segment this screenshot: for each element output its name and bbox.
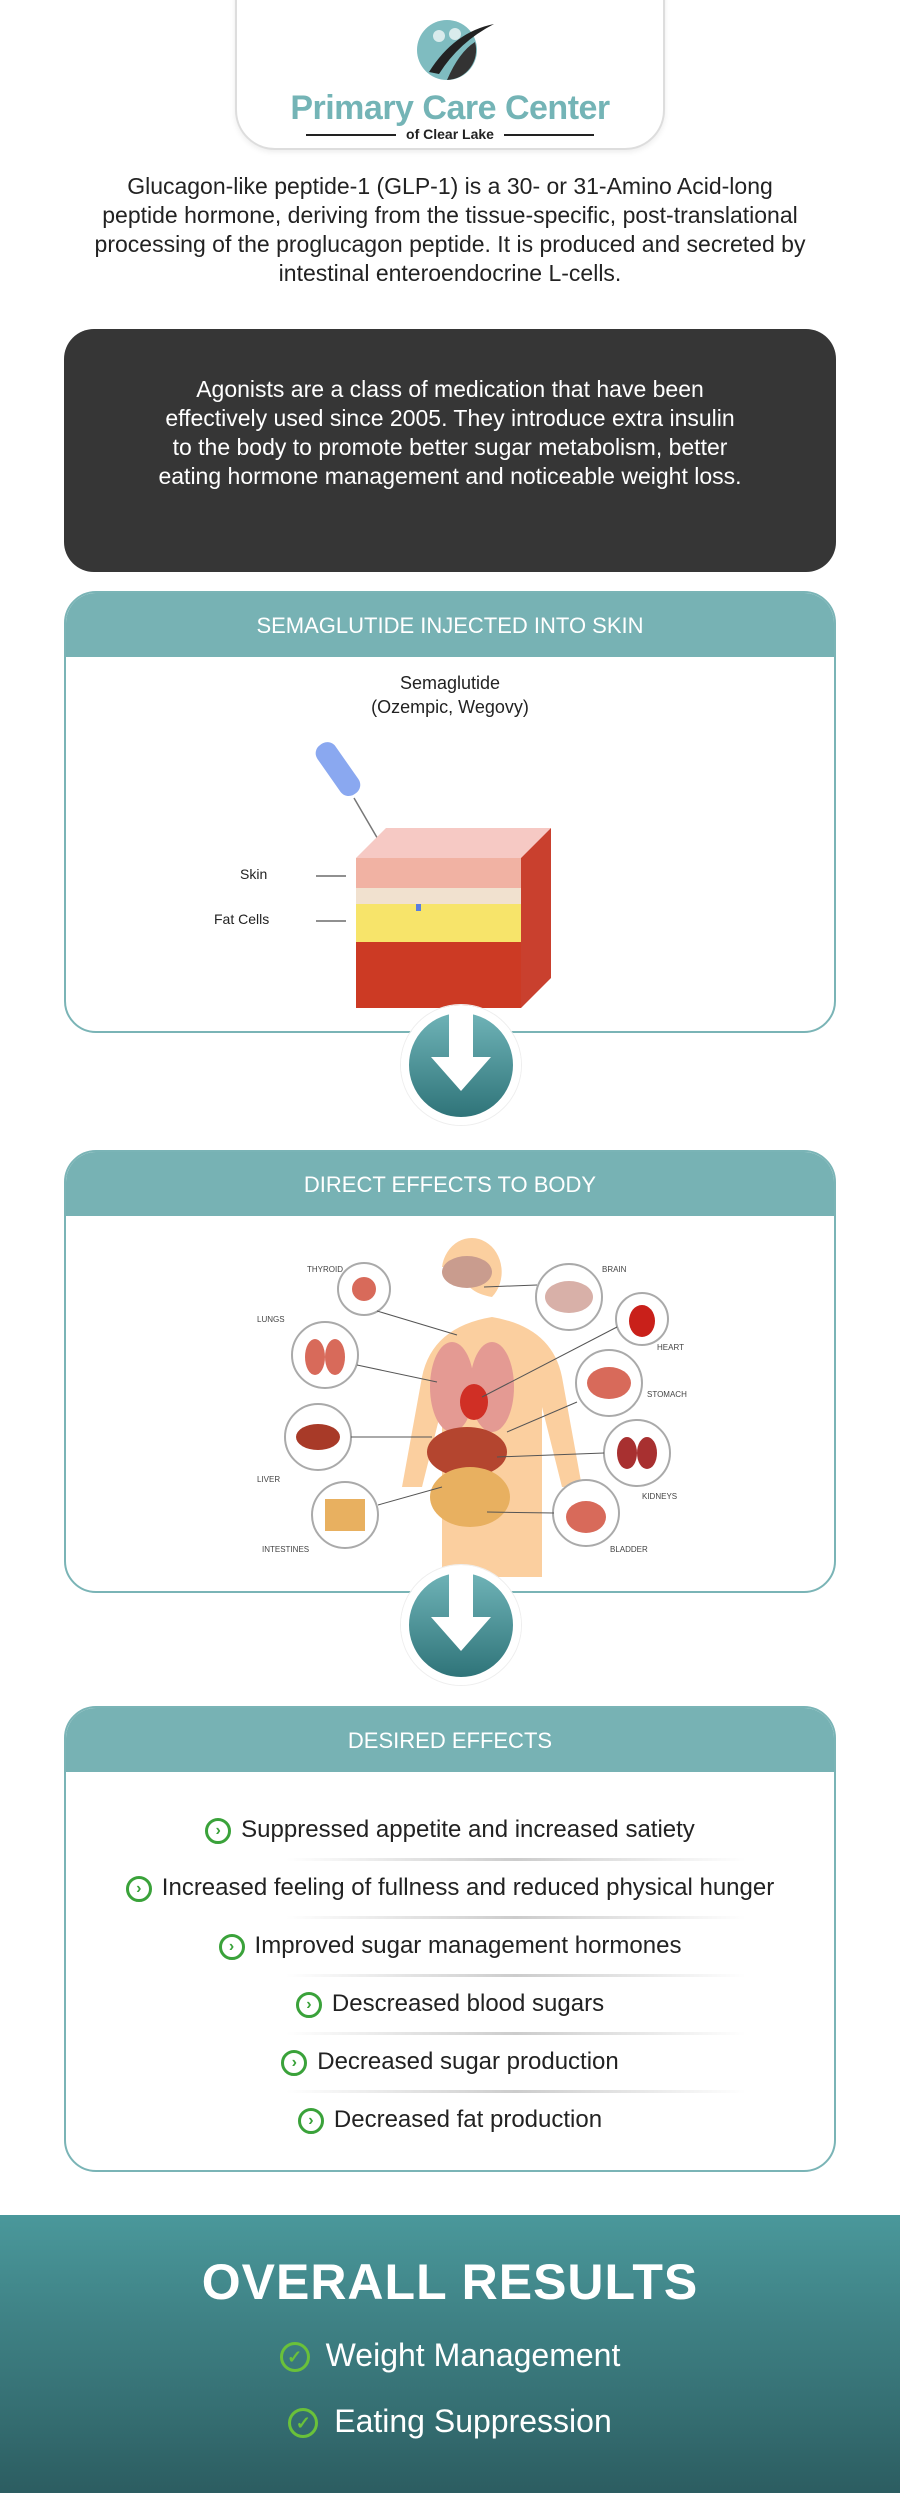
effect-item: ›Suppressed appetite and increased satie… xyxy=(66,1816,834,1844)
divider xyxy=(286,1916,746,1919)
skin-injection-illustration xyxy=(315,742,551,1008)
divider xyxy=(286,2032,746,2035)
arrow-down-icon xyxy=(431,1013,491,1091)
check-circle-icon: ✓ xyxy=(288,2408,319,2438)
card-title: DESIRED EFFECTS xyxy=(66,1708,834,1772)
result-item: ✓Eating Suppression xyxy=(0,2403,900,2440)
organ-label-brain: BRAIN xyxy=(602,1265,627,1274)
organ-label-lungs: LUNGS xyxy=(257,1315,285,1324)
effect-item: ›Increased feeling of fullness and reduc… xyxy=(66,1874,834,1902)
result-item: ✓Weight Management xyxy=(0,2337,900,2374)
flow-arrow-1 xyxy=(401,1005,521,1125)
injection-card: SEMAGLUTIDE INJECTED INTO SKIN Semagluti… xyxy=(64,591,836,1033)
intro-text: Glucagon-like peptide-1 (GLP-1) is a 30-… xyxy=(94,173,806,286)
chevron-circle-icon: › xyxy=(218,1934,245,1960)
arrow-down-icon xyxy=(431,1573,491,1651)
body-effects-card: DIRECT EFFECTS TO BODY THYROID LUNGS LIV… xyxy=(64,1150,836,1593)
effect-item: ›Descreased blood sugars xyxy=(66,1990,834,2018)
logo-title: Primary Care Center xyxy=(290,89,610,127)
chevron-circle-icon: › xyxy=(297,2108,324,2134)
drug-brands: (Ozempic, Wegovy) xyxy=(371,697,529,717)
highlight-text: Agonists are a class of medication that … xyxy=(158,376,742,489)
organ-label-intestines: INTESTINES xyxy=(262,1545,309,1554)
card-title: DIRECT EFFECTS TO BODY xyxy=(66,1152,834,1216)
organ-label-heart: HEART xyxy=(657,1343,684,1352)
effect-item: ›Improved sugar management hormones xyxy=(66,1932,834,1960)
organ-label-bladder: BLADDER xyxy=(610,1545,648,1554)
body-organs-illustration: THYROID LUNGS LIVER INTESTINES BRAIN HEA… xyxy=(257,1237,687,1577)
flow-arrow-2 xyxy=(401,1565,521,1685)
check-circle-icon: ✓ xyxy=(279,2342,310,2372)
divider xyxy=(286,1858,746,1861)
overall-results: OVERALL RESULTS ✓Weight Management ✓Eati… xyxy=(0,2215,900,2493)
desired-effects-card: DESIRED EFFECTS ›Suppressed appetite and… xyxy=(64,1706,836,2172)
organ-label-kidneys: KIDNEYS xyxy=(642,1492,677,1501)
fat-cells-label: Fat Cells xyxy=(214,911,270,927)
chevron-circle-icon: › xyxy=(295,1992,322,2018)
logo-subtitle: of Clear Lake xyxy=(237,126,663,142)
logo-emblem-icon xyxy=(417,20,494,80)
logo: Primary Care Center of Clear Lake xyxy=(235,0,665,150)
organ-label-thyroid: THYROID xyxy=(307,1265,343,1274)
effect-item: ›Decreased fat production xyxy=(66,2106,834,2134)
skin-label: Skin xyxy=(240,866,268,882)
divider xyxy=(286,2090,746,2093)
divider xyxy=(286,1974,746,1977)
card-title: SEMAGLUTIDE INJECTED INTO SKIN xyxy=(66,593,834,657)
results-title: OVERALL RESULTS xyxy=(201,2254,699,2310)
effect-item: ›Decreased sugar production xyxy=(66,2048,834,2076)
highlight-box: Agonists are a class of medication that … xyxy=(64,329,836,572)
chevron-circle-icon: › xyxy=(205,1818,232,1844)
chevron-circle-icon: › xyxy=(281,2050,308,2076)
chevron-circle-icon: › xyxy=(125,1876,152,1902)
organ-label-stomach: STOMACH xyxy=(647,1390,687,1399)
drug-name: Semaglutide xyxy=(399,673,501,693)
organ-label-liver: LIVER xyxy=(257,1475,280,1484)
